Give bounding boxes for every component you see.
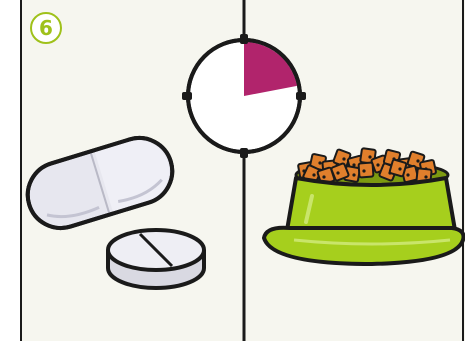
kibble-dot <box>416 159 420 163</box>
kibble-dot <box>406 173 410 177</box>
step-number: 6 <box>39 16 53 40</box>
kibble-dot <box>352 163 356 167</box>
kibble-dot <box>318 161 322 165</box>
kibble-dot <box>322 175 326 179</box>
kibble-dot <box>368 155 372 159</box>
kibble-piece <box>330 162 350 182</box>
kibble-dot <box>342 157 346 161</box>
kibble-dot <box>336 171 340 175</box>
step-number-badge: 6 <box>30 12 62 44</box>
kibble-dot <box>424 175 428 179</box>
round-tablet <box>106 228 206 290</box>
kibble-dot <box>312 173 316 177</box>
kibble-dot <box>352 173 356 177</box>
clock-elapsed-wedge <box>244 42 297 96</box>
kibble-piece <box>388 158 408 178</box>
clock-icon <box>182 34 306 158</box>
kibble-dot <box>362 169 366 173</box>
capsule-pill <box>25 136 175 230</box>
kibble-piece <box>357 161 375 179</box>
kibble-dot <box>376 163 380 167</box>
food-bowl-icon <box>262 147 465 266</box>
kibble-dot <box>398 167 402 171</box>
kibble-pile <box>297 147 437 186</box>
